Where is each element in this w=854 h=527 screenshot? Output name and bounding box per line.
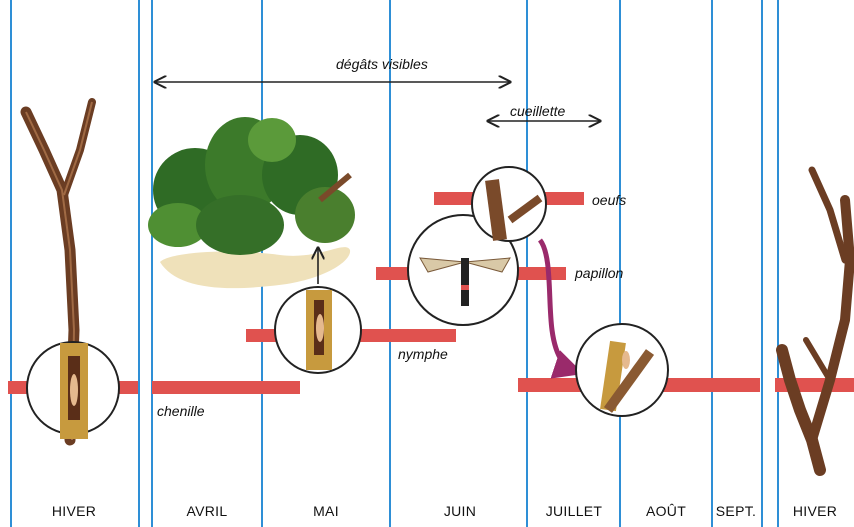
month-label: HIVER bbox=[765, 503, 854, 519]
larva-magnifier bbox=[576, 324, 668, 416]
eggs-magnifier bbox=[472, 167, 546, 241]
harvest-range-label: cueillette bbox=[510, 103, 565, 119]
adult-label: papillon bbox=[575, 265, 623, 281]
month-label: JUILLET bbox=[524, 503, 624, 519]
month-label: MAI bbox=[276, 503, 376, 519]
eggs-label: oeufs bbox=[592, 192, 626, 208]
lifecycle-arrow bbox=[540, 240, 578, 372]
winter-twig-illustration-right bbox=[782, 170, 850, 470]
larva-bar-spring bbox=[152, 381, 300, 394]
foliage-illustration bbox=[148, 117, 355, 288]
month-label: JUIN bbox=[410, 503, 510, 519]
larva-label: chenille bbox=[157, 403, 204, 419]
month-grid bbox=[11, 0, 778, 527]
month-label: HIVER bbox=[24, 503, 124, 519]
month-label: AVRIL bbox=[157, 503, 257, 519]
damage-range-label: dégâts visibles bbox=[336, 56, 428, 72]
winter-larva-magnifier bbox=[27, 342, 119, 439]
pupa-label: nymphe bbox=[398, 346, 448, 362]
